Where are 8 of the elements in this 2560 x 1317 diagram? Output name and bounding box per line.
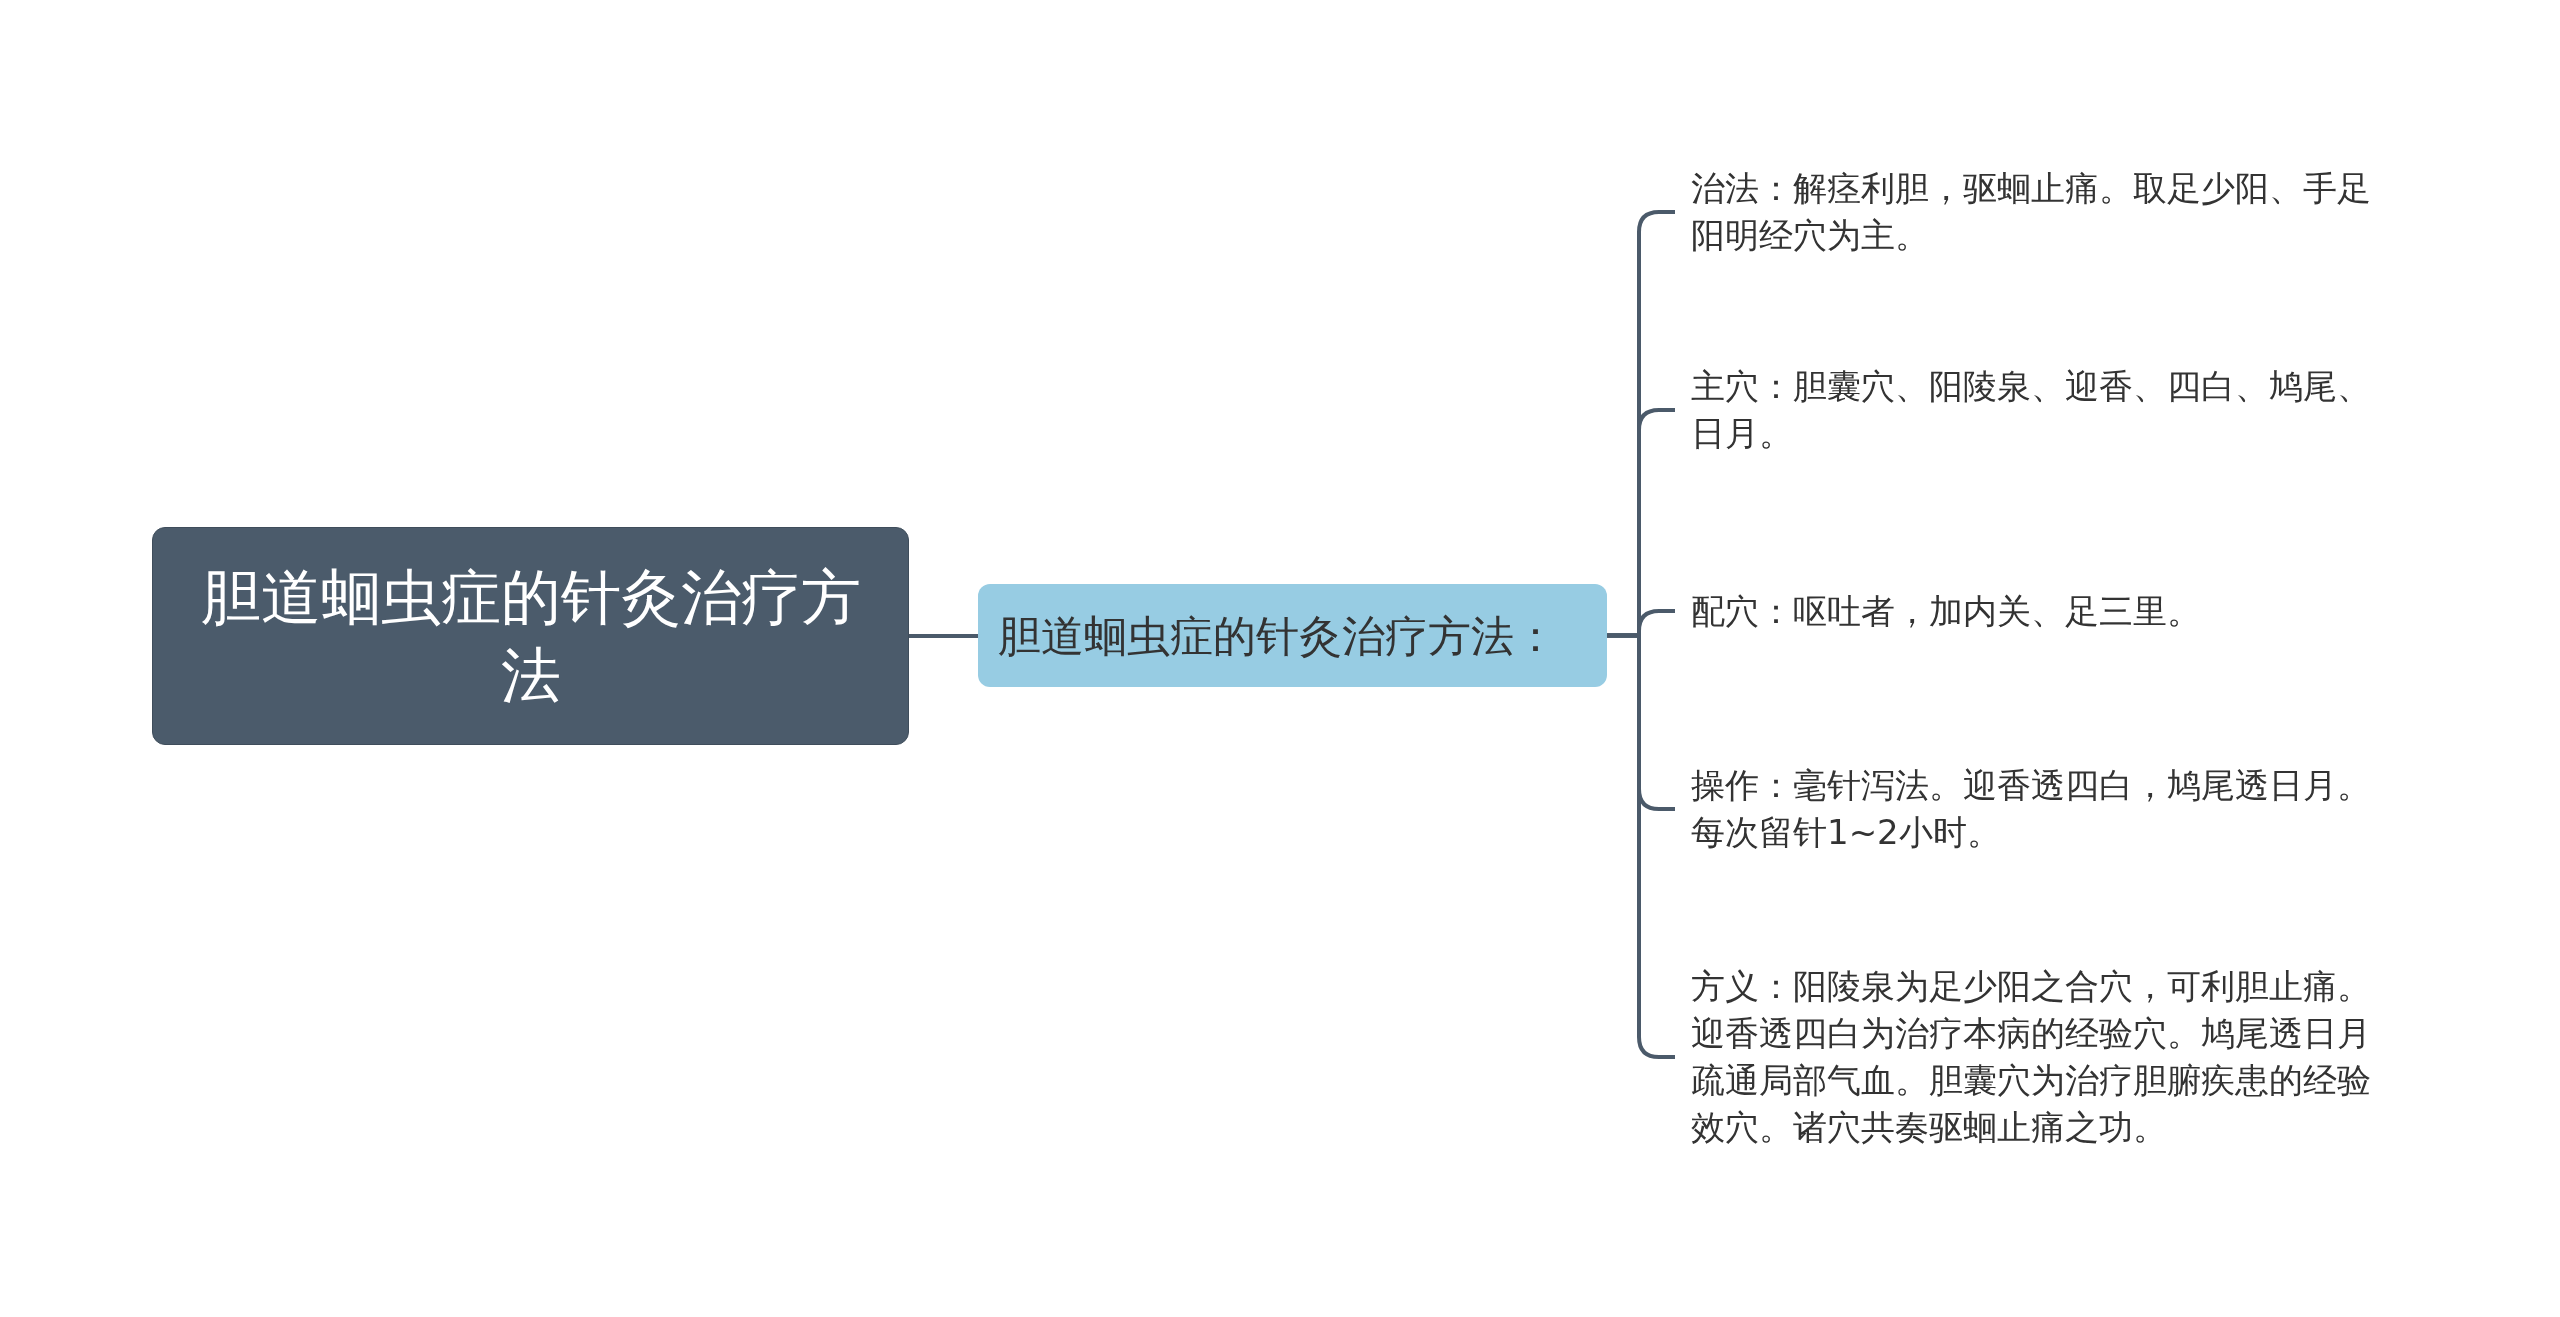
- subtopic-box: 胆道蛔虫症的针灸治疗方法：: [978, 584, 1607, 687]
- note-text: 配穴：呕吐者，加内关、足三里。: [1675, 587, 2377, 635]
- note-text: 方义：阳陵泉为足少阳之合穴，可利胆止痛。迎香透四白为治疗本病的经验穴。鸠尾透日月疏通局部气血。胆囊穴为治疗胆腑疾患的经验效穴。诸穴共奏驱蛔止痛之功。: [1675, 963, 2377, 1151]
- note-text: 主穴：胆囊穴、阳陵泉、迎香、四白、鸠尾、日月。: [1675, 363, 2377, 457]
- central-topic-box: 胆道蛔虫症的针灸治疗方法: [152, 527, 909, 745]
- note-text: 治法：解痉利胆，驱蛔止痛。取足少阳、手足阳明经穴为主。: [1675, 165, 2377, 259]
- connector-line: [909, 634, 978, 638]
- note-text: 操作：毫针泻法。迎香透四白，鸠尾透日月。每次留针1~2小时。: [1675, 762, 2377, 856]
